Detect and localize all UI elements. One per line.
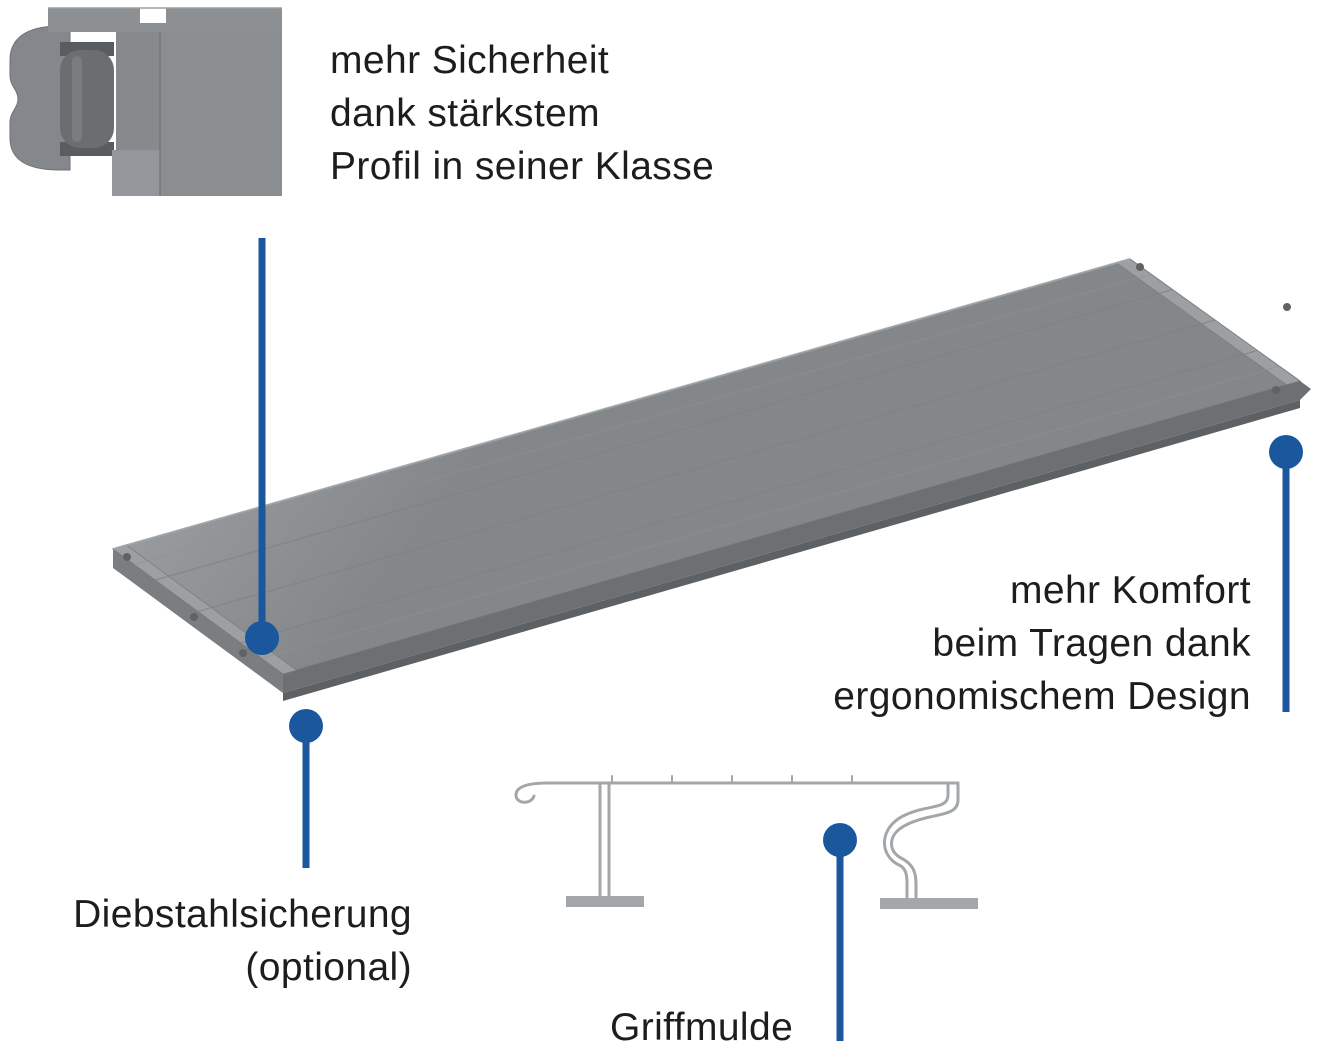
comfort-line-1: mehr Komfort — [1009, 569, 1251, 612]
theft-line-1: Diebstahlsicherung — [73, 893, 412, 936]
security-line-2: dank stärkstem — [330, 92, 601, 135]
callout-grip-text: Griffmulde — [610, 1001, 793, 1054]
callout-markers — [245, 238, 1303, 1041]
grip-label: Griffmulde — [610, 1006, 794, 1049]
screw-dot — [1136, 263, 1144, 271]
profile-cross-section-image — [9, 6, 282, 196]
callout-comfort-text: mehr Komfort beim Tragen dank ergonomisc… — [833, 564, 1251, 723]
callout-dot-theft — [289, 709, 323, 743]
plank-image — [111, 258, 1311, 701]
grip-profile-drawing — [514, 775, 978, 909]
screw-dot — [1283, 303, 1291, 311]
security-line-1: mehr Sicherheit — [330, 39, 610, 82]
screw-dot — [190, 613, 198, 621]
theft-line-2: (optional) — [245, 946, 412, 989]
comfort-line-2: beim Tragen dank — [932, 622, 1251, 665]
callout-security-text: mehr Sicherheit dank stärkstem Profil in… — [330, 34, 714, 193]
screw-dot — [1272, 386, 1280, 394]
comfort-line-3: ergonomischem Design — [833, 675, 1251, 718]
screw-dot — [239, 649, 247, 657]
callout-dot-comfort — [1269, 435, 1303, 469]
callout-dot-grip — [823, 823, 857, 857]
security-line-3: Profil in seiner Klasse — [330, 145, 715, 188]
callout-theft-text: Diebstahlsicherung (optional) — [73, 888, 412, 994]
callout-dot-security — [245, 621, 279, 655]
screw-dot — [123, 553, 131, 561]
